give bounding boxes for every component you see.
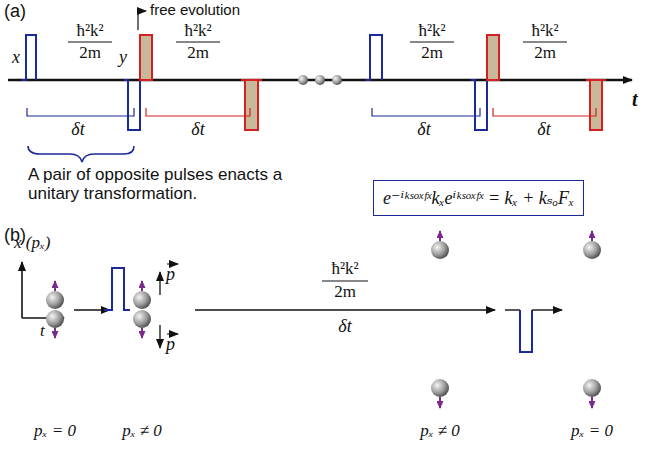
momentum-state: pₓ ≠ 0 bbox=[122, 422, 162, 441]
fraction-denominator: 2m bbox=[187, 44, 209, 63]
equation-box: e⁻ⁱᵏˢᵒˣᶠˣkₓeⁱᵏˢᵒˣᶠˣ = kₓ + kₛₒFₓ bbox=[373, 180, 584, 216]
time-interval: δt bbox=[537, 120, 550, 140]
fraction-denominator: 2m bbox=[79, 44, 101, 63]
momentum-label: p bbox=[166, 265, 175, 285]
panel-label: (a) bbox=[4, 2, 26, 22]
pulse-label: y bbox=[119, 48, 127, 68]
time-interval: δt bbox=[417, 120, 430, 140]
annotation: free evolution bbox=[150, 2, 240, 19]
momentum-label: p bbox=[166, 335, 175, 355]
fraction-numerator: ħ²k² bbox=[184, 22, 211, 41]
fraction-denominator: 2m bbox=[534, 44, 556, 63]
momentum-state: pₓ = 0 bbox=[571, 422, 613, 441]
axis-label: t bbox=[40, 322, 45, 341]
axis-label: x (pₓ) bbox=[14, 234, 50, 253]
pulse-label: x bbox=[12, 48, 20, 68]
momentum-state: pₓ = 0 bbox=[34, 422, 76, 441]
fraction-numerator: ħ²k² bbox=[531, 22, 558, 41]
fraction-denominator: 2m bbox=[421, 44, 443, 63]
fraction-numerator: ħ²k² bbox=[331, 260, 358, 279]
equation: e⁻ⁱᵏˢᵒˣᶠˣkₓeⁱᵏˢᵒˣᶠˣ = kₓ + kₛₒFₓ bbox=[383, 187, 574, 209]
time-interval: δt bbox=[338, 317, 351, 337]
fraction-numerator: ħ²k² bbox=[418, 22, 445, 41]
axis-label: t bbox=[632, 88, 638, 110]
fraction-denominator: 2m bbox=[334, 283, 356, 302]
note: A pair of opposite pulses enacts a unita… bbox=[28, 166, 303, 203]
time-interval: δt bbox=[191, 120, 204, 140]
fraction-numerator: ħ²k² bbox=[76, 22, 103, 41]
momentum-state: pₓ ≠ 0 bbox=[420, 422, 460, 441]
time-interval: δt bbox=[71, 120, 84, 140]
